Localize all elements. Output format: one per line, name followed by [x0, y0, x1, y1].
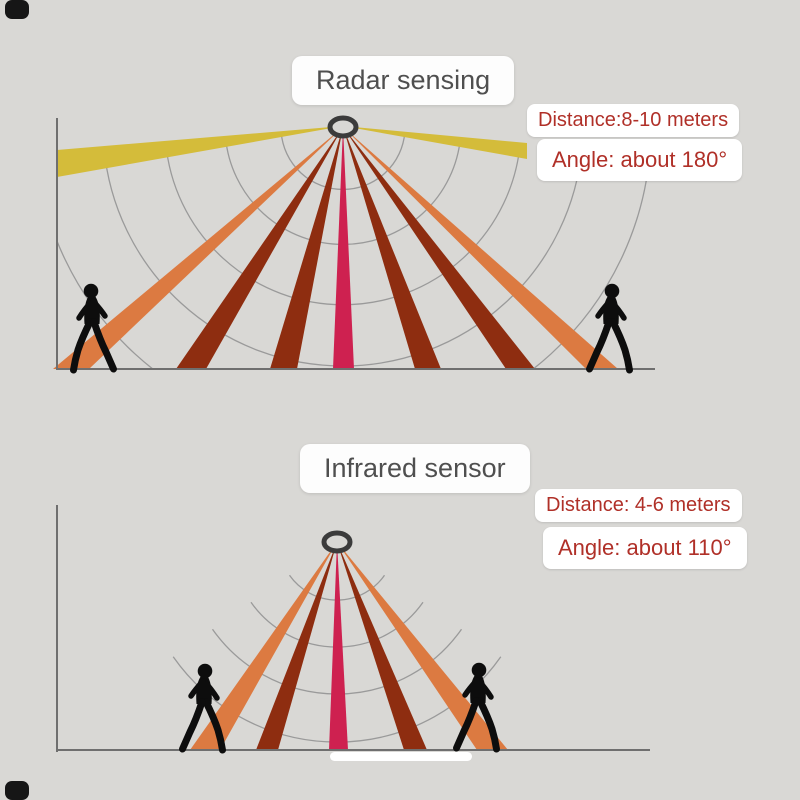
infrared-beam-orange-left: [190, 542, 337, 750]
infrared-angle-label: Angle: about 110°: [543, 527, 747, 569]
radar-person-right: [590, 284, 630, 370]
radar-beam-center: [333, 127, 354, 369]
radar-beam-orange-left: [53, 127, 343, 369]
infrared-beam-orange-right: [337, 542, 508, 750]
home-indicator-bar: [330, 752, 472, 761]
radar-angle-label: Angle: about 180°: [537, 139, 743, 181]
infrared-diagram: [56, 505, 650, 752]
radar-beams: [53, 126, 618, 369]
screen-corner-artifact-top: [5, 0, 29, 19]
radar-beam-yellow-right: [343, 126, 527, 159]
radar-beam-maroon-left-2: [270, 127, 343, 369]
radar-beam-orange-right: [343, 127, 618, 369]
infrared-title: Infrared sensor: [300, 444, 530, 493]
radar-title: Radar sensing: [292, 56, 515, 105]
radar-distance-label: Distance:8-10 meters: [527, 104, 740, 137]
radar-diagram: [53, 115, 655, 435]
screen-corner-artifact-bottom: [5, 781, 29, 800]
infrared-beams: [190, 542, 508, 750]
infrared-beam-maroon-left: [256, 542, 337, 750]
radar-sensor-icon: [327, 115, 359, 139]
radar-beam-maroon-right-1: [343, 127, 441, 369]
infrared-beam-maroon-right: [337, 542, 427, 750]
radar-beam-yellow-left: [57, 126, 343, 177]
infrared-distance-label: Distance: 4-6 meters: [535, 489, 742, 522]
infrared-sensor-icon: [321, 530, 353, 554]
radar-beam-maroon-right-2: [343, 127, 535, 369]
infrared-beam-center: [329, 542, 348, 750]
radar-beam-maroon-left-1: [176, 127, 343, 369]
